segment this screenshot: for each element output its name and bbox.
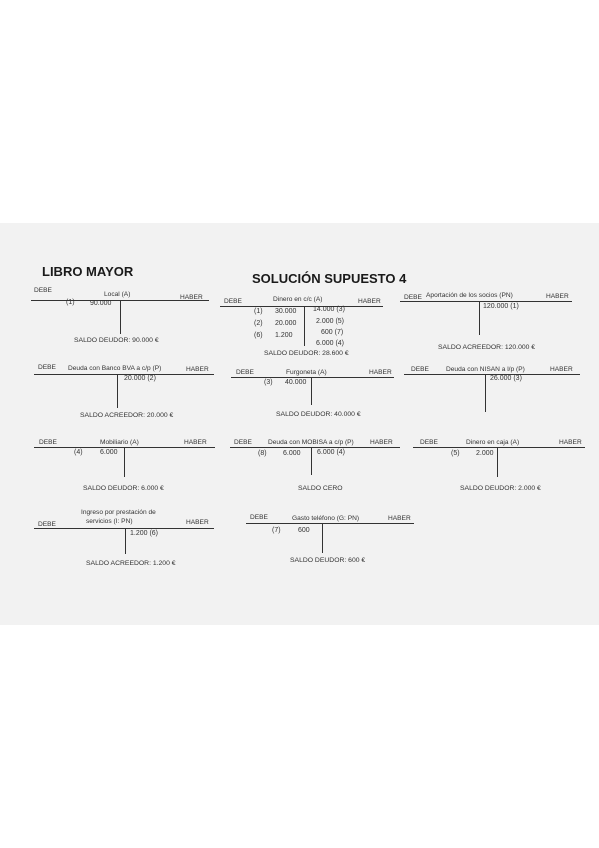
- account-title: Aportación de los socios (PN): [426, 292, 513, 299]
- t-account-divider: [117, 374, 118, 408]
- entry-amount: 600 (7): [321, 329, 344, 336]
- t-account-divider: [125, 528, 126, 554]
- account-balance: SALDO DEUDOR: 28.600 €: [264, 350, 349, 357]
- t-account-top-line: [231, 377, 394, 378]
- account-title: Deuda con Banco BVA a c/p (P): [68, 365, 162, 372]
- account-title: Dinero en caja (A): [466, 439, 520, 446]
- t-account-top-line: [400, 301, 572, 302]
- account-title: Furgoneta (A): [286, 369, 327, 376]
- debit-label: DEBE: [39, 439, 57, 446]
- credit-label: HABER: [186, 519, 209, 526]
- account-balance: SALDO DEUDOR: 90.000 €: [74, 337, 159, 344]
- entry-ref: (4): [74, 449, 83, 456]
- account-title: Local (A): [104, 291, 131, 298]
- ledger-heading: LIBRO MAYOR: [42, 264, 134, 279]
- entry-amount: 2.000 (5): [316, 318, 345, 325]
- entry-ref: (8): [258, 450, 267, 457]
- entry-amount: 600: [298, 527, 310, 534]
- t-account-top-line: [34, 528, 214, 529]
- entry-amount: 90.000: [90, 300, 112, 307]
- t-account-divider: [322, 523, 323, 553]
- account-title: Mobiliario (A): [100, 439, 139, 446]
- entry-ref: (2): [254, 320, 263, 327]
- account-balance: SALDO ACREEDOR: 1.200 €: [86, 560, 176, 567]
- debit-label: DEBE: [38, 364, 56, 371]
- debit-label: DEBE: [34, 287, 52, 294]
- credit-label: HABER: [358, 298, 381, 305]
- t-account-divider: [497, 447, 498, 477]
- account-title: Gasto teléfono (G: PN): [292, 515, 360, 522]
- account-balance: SALDO DEUDOR: 40.000 €: [276, 411, 361, 418]
- entry-ref: (6): [254, 332, 263, 339]
- debit-label: DEBE: [236, 369, 254, 376]
- ledger-sheet: [0, 223, 599, 625]
- credit-label: HABER: [369, 369, 392, 376]
- t-account-top-line: [413, 447, 585, 448]
- solution-heading: SOLUCIÓN SUPUESTO 4: [252, 271, 407, 286]
- account-title: Deuda con NISAN a l/p (P): [446, 366, 525, 373]
- debit-label: DEBE: [404, 294, 422, 301]
- t-account-divider: [124, 447, 125, 477]
- credit-label: HABER: [559, 439, 582, 446]
- credit-label: HABER: [186, 366, 209, 373]
- entry-amount: 40.000: [285, 379, 307, 386]
- entry-amount: 20.000 (2): [124, 375, 156, 382]
- entry-amount: 120.000 (1): [483, 303, 519, 310]
- entry-ref: (1): [66, 299, 75, 306]
- debit-label: DEBE: [234, 439, 252, 446]
- t-account-divider: [485, 374, 486, 412]
- account-title: Deuda con MOBISA a c/p (P): [268, 439, 354, 446]
- credit-label: HABER: [180, 294, 203, 301]
- t-account-top-line: [230, 447, 400, 448]
- account-balance: SALDO DEUDOR: 6.000 €: [83, 485, 164, 492]
- t-account-top-line: [220, 306, 383, 307]
- t-account-divider: [311, 447, 312, 475]
- credit-label: HABER: [370, 439, 393, 446]
- credit-label: HABER: [546, 293, 569, 300]
- entry-ref: (5): [451, 450, 460, 457]
- entry-amount: 1.200: [275, 332, 293, 339]
- debit-label: DEBE: [224, 298, 242, 305]
- entry-amount: 6.000 (4): [317, 449, 346, 456]
- account-title-line-2: servicios (I: PN): [86, 518, 133, 525]
- account-title-line-1: Ingreso por prestación de: [81, 509, 156, 516]
- t-account-divider: [304, 306, 305, 346]
- t-account-top-line: [404, 374, 580, 375]
- entry-amount: 26.000 (3): [490, 375, 522, 382]
- t-account-top-line: [246, 523, 414, 524]
- account-balance: SALDO DEUDOR: 600 €: [290, 557, 366, 564]
- entry-ref: (1): [254, 308, 263, 315]
- entry-amount: 20.000: [275, 320, 297, 327]
- entry-amount: 30.000: [275, 308, 297, 315]
- account-balance: SALDO ACREEDOR: 120.000 €: [438, 344, 536, 351]
- credit-label: HABER: [184, 439, 207, 446]
- debit-label: DEBE: [420, 439, 438, 446]
- account-balance: SALDO DEUDOR: 2.000 €: [460, 485, 541, 492]
- entry-amount: 2.000: [476, 450, 494, 457]
- entry-amount: 6.000: [283, 450, 301, 457]
- t-account-divider: [311, 377, 312, 405]
- debit-label: DEBE: [411, 366, 429, 373]
- account-balance: SALDO CERO: [298, 485, 343, 492]
- t-account-top-line: [34, 374, 214, 375]
- debit-label: DEBE: [38, 521, 56, 528]
- t-account-divider: [479, 301, 480, 335]
- entry-amount: 14.000 (3): [313, 306, 345, 313]
- entry-amount: 6.000 (4): [316, 340, 345, 347]
- credit-label: HABER: [388, 515, 411, 522]
- entry-ref: (7): [272, 527, 281, 534]
- debit-label: DEBE: [250, 514, 268, 521]
- account-title: Dinero en c/c (A): [273, 296, 323, 303]
- entry-amount: 1.200 (6): [130, 530, 159, 537]
- credit-label: HABER: [550, 366, 573, 373]
- account-balance: SALDO ACREEDOR: 20.000 €: [80, 412, 174, 419]
- entry-amount: 6.000: [100, 449, 118, 456]
- t-account-divider: [120, 300, 121, 334]
- entry-ref: (3): [264, 379, 273, 386]
